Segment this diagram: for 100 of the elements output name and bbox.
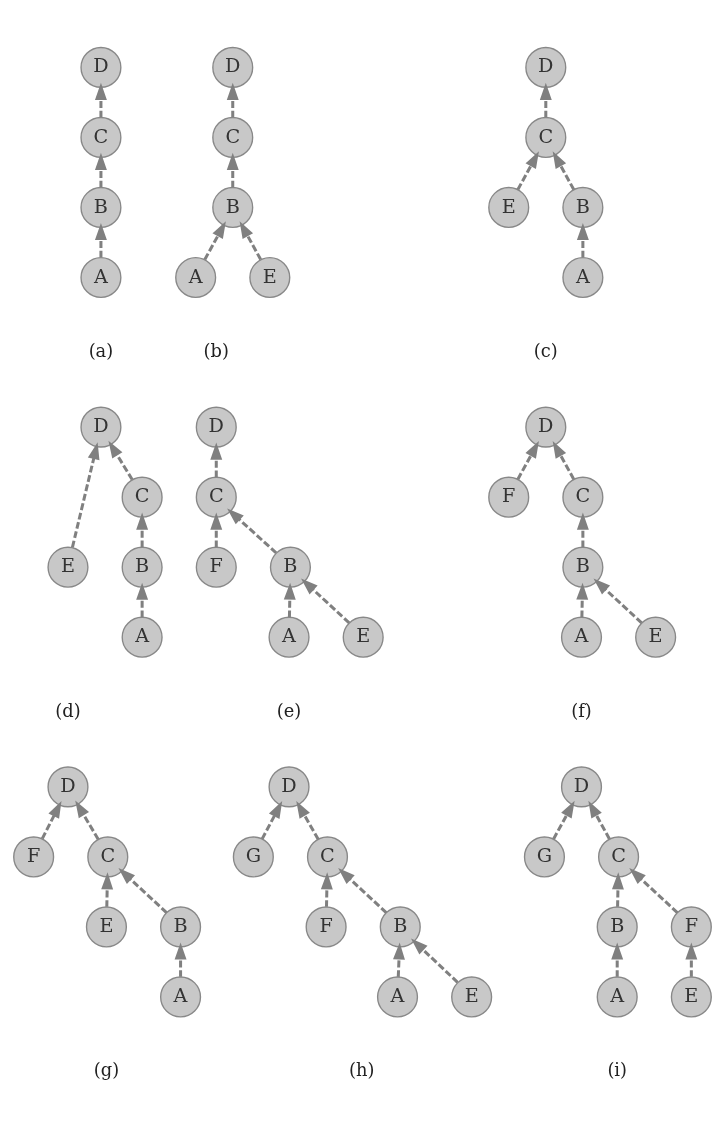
node-circle: E: [47, 546, 89, 588]
label: (e): [276, 699, 302, 721]
node-circle: B: [80, 186, 122, 229]
arrow: [685, 942, 698, 977]
node-circle: C: [562, 476, 604, 518]
node-circle: D: [268, 766, 310, 808]
label: (b): [203, 339, 229, 361]
arrow: [108, 440, 134, 481]
node-circle: D: [80, 406, 122, 448]
arrow: [539, 82, 552, 118]
node-circle: B: [379, 906, 421, 948]
node-circle: G: [523, 836, 566, 878]
arrow: [629, 868, 679, 914]
arrow: [593, 578, 643, 624]
node-circle: C: [525, 116, 567, 159]
node-circle: D: [525, 406, 567, 448]
node-circle: E: [342, 616, 384, 658]
node-circle: B: [596, 906, 638, 948]
arrow: [118, 868, 168, 914]
node-circle: B: [212, 186, 254, 229]
node-circle: A: [175, 256, 217, 299]
node-circle: E: [670, 976, 712, 1018]
label: (a): [88, 339, 114, 361]
node-circle: A: [596, 976, 638, 1018]
node-circle: F: [305, 906, 347, 948]
node-circle: C: [80, 116, 122, 159]
arrow: [94, 222, 107, 258]
node-circle: F: [13, 836, 55, 878]
label: (i): [607, 1059, 628, 1081]
label: (d): [55, 699, 81, 721]
node-circle: C: [87, 836, 129, 878]
arrow: [552, 800, 575, 840]
arrow: [516, 440, 539, 480]
arrow: [611, 942, 624, 977]
node-circle: E: [85, 906, 127, 948]
label: (c): [533, 339, 558, 361]
label: (h): [349, 1059, 375, 1081]
arrow: [576, 582, 589, 618]
arrow: [296, 800, 320, 840]
node-circle: B: [562, 186, 604, 229]
arrow: [210, 442, 223, 478]
arrow: [94, 82, 107, 118]
arrow: [338, 868, 388, 914]
node-circle: D: [195, 406, 237, 448]
node-circle: F: [488, 476, 530, 518]
arrow: [136, 512, 149, 548]
arrow: [226, 152, 239, 188]
arrow: [210, 512, 223, 548]
node-circle: F: [195, 546, 237, 588]
arrow: [411, 938, 459, 984]
arrow: [75, 800, 100, 841]
arrow: [70, 442, 100, 548]
node-circle: E: [451, 976, 493, 1018]
node-circle: F: [670, 906, 712, 948]
arrow: [611, 872, 624, 907]
arrow: [226, 82, 239, 118]
arrow: [320, 872, 333, 907]
node-circle: A: [159, 976, 202, 1018]
node-circle: G: [232, 836, 274, 878]
node-circle: C: [195, 476, 237, 518]
node-circle: D: [47, 766, 89, 808]
arrow: [393, 942, 405, 977]
arrow: [227, 508, 278, 554]
arrow: [94, 152, 107, 188]
node-circle: A: [560, 616, 603, 658]
arrow: [552, 151, 576, 191]
arrow: [552, 440, 576, 480]
node-circle: B: [562, 546, 604, 588]
node-circle: D: [80, 46, 122, 88]
node-circle: A: [268, 616, 310, 658]
node-circle: C: [598, 836, 640, 878]
node-circle: C: [306, 836, 349, 878]
node-circle: E: [249, 256, 291, 299]
arrow: [588, 800, 611, 840]
node-circle: C: [121, 476, 163, 518]
arrow: [576, 222, 589, 258]
node-circle: A: [376, 976, 419, 1018]
node-circle: E: [635, 616, 677, 658]
node-circle: B: [159, 906, 202, 948]
arrow: [174, 942, 187, 977]
arrow: [203, 221, 226, 261]
arrow: [136, 582, 149, 618]
node-circle: D: [560, 766, 603, 808]
arrow: [301, 578, 351, 624]
label: (g): [93, 1059, 120, 1081]
node-circle: E: [488, 186, 530, 229]
arrow: [40, 800, 62, 840]
arrow: [283, 582, 296, 618]
node-circle: B: [269, 546, 311, 588]
label: (f): [571, 699, 592, 721]
node-circle: A: [80, 256, 122, 299]
node-circle: B: [121, 546, 163, 588]
arrow: [260, 801, 283, 840]
arrow: [516, 151, 539, 191]
node-circle: A: [121, 616, 163, 658]
node-circle: A: [562, 256, 604, 299]
node-circle: D: [212, 46, 254, 88]
node-circle: D: [525, 46, 567, 88]
arrow: [239, 221, 262, 261]
arrow: [576, 512, 589, 548]
